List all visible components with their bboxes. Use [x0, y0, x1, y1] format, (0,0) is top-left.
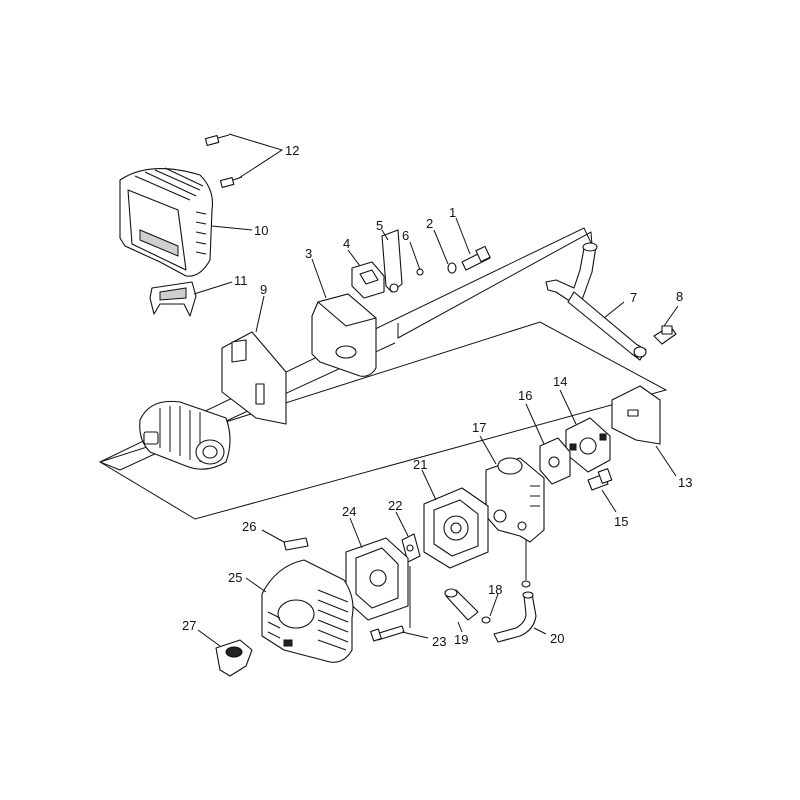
leader-19	[457, 621, 463, 633]
callout-22: 22	[388, 498, 402, 513]
leader-5	[381, 229, 389, 241]
leader-16	[525, 403, 545, 445]
leader-26	[261, 529, 285, 543]
leader-17	[479, 435, 497, 465]
leader-7	[603, 301, 625, 319]
leader-13	[655, 445, 677, 477]
leader-12	[228, 133, 284, 179]
leader-25	[245, 577, 267, 593]
part-16-gasket	[539, 437, 571, 485]
leader-27	[197, 629, 221, 647]
leader-9	[255, 295, 265, 333]
callout-14: 14	[553, 374, 567, 389]
callout-19: 19	[454, 632, 468, 647]
leader-11	[193, 281, 233, 295]
leader-21	[421, 469, 437, 501]
callout-15: 15	[614, 514, 628, 529]
callout-1: 1	[449, 205, 456, 220]
leader-2	[433, 229, 449, 265]
callout-16: 16	[518, 388, 532, 403]
callout-13: 13	[678, 475, 692, 490]
callout-8: 8	[676, 289, 683, 304]
part-12-screw-upper	[204, 134, 230, 146]
callout-23: 23	[432, 634, 446, 649]
leader-23	[401, 631, 429, 639]
part-14-insulator	[565, 417, 611, 473]
callout-11: 11	[234, 273, 248, 288]
callout-25: 25	[228, 570, 242, 585]
part-5-plate	[381, 229, 403, 293]
lower-assembly-frame	[99, 321, 668, 520]
part-3-muffler	[311, 293, 377, 377]
callout-6: 6	[402, 228, 409, 243]
leader-6	[409, 241, 421, 271]
engine-cylinder	[139, 400, 231, 470]
part-26-label	[283, 537, 309, 551]
callout-10: 10	[254, 223, 268, 238]
leader-10	[211, 225, 253, 231]
part-7-pipe	[545, 242, 647, 361]
callout-2: 2	[426, 216, 433, 231]
part-18-washer-upper	[521, 580, 531, 588]
part-12-screw-lower	[219, 176, 243, 188]
leader-15	[601, 489, 617, 513]
part-23-bolt	[370, 625, 405, 642]
part-4-gasket	[351, 261, 385, 299]
callout-3: 3	[305, 246, 312, 261]
callout-4: 4	[343, 236, 350, 251]
part-11-guide	[149, 281, 197, 317]
part-1-bolt	[461, 245, 491, 271]
part-25-air-cleaner-cover	[261, 559, 354, 663]
part-2-washer	[447, 262, 457, 274]
part-15-bolt	[587, 468, 613, 491]
part-8-fitting	[653, 325, 677, 345]
part-10-engine-cover	[119, 167, 214, 277]
leader-14	[559, 389, 577, 425]
part-13-plate	[611, 385, 661, 445]
callout-5: 5	[376, 218, 383, 233]
callout-21: 21	[413, 457, 427, 472]
part-27-knob	[215, 639, 253, 677]
part-17-carburetor	[485, 457, 545, 543]
leader-8	[663, 305, 679, 327]
callout-27: 27	[182, 618, 196, 633]
part-19-tube	[444, 588, 479, 621]
callout-20: 20	[550, 631, 564, 646]
callout-24: 24	[342, 504, 356, 519]
callout-9: 9	[260, 282, 267, 297]
part-9-heat-shield	[221, 331, 287, 425]
callout-26: 26	[242, 519, 256, 534]
leader-1	[455, 217, 471, 255]
leader-22	[395, 511, 409, 537]
part-22-plate	[401, 533, 421, 563]
leader-18	[489, 593, 499, 617]
callout-7: 7	[630, 290, 637, 305]
part-20-fuel-pipe	[493, 591, 537, 643]
leader-4	[347, 249, 361, 267]
leader-20	[533, 627, 547, 635]
leader-3	[311, 258, 327, 299]
leader-24	[349, 517, 363, 549]
part-21-air-cleaner-case	[423, 487, 489, 569]
part-18-washer-lower	[481, 616, 491, 624]
callout-18: 18	[488, 582, 502, 597]
callout-17: 17	[472, 420, 486, 435]
part-24-filter-element	[345, 537, 409, 621]
callout-12: 12	[285, 143, 299, 158]
